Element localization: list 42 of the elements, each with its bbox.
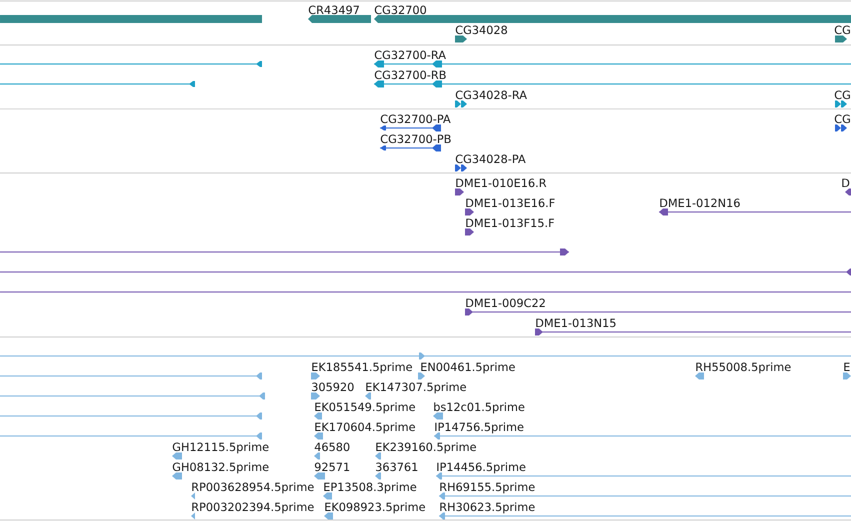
- feature-label: RH30623.5prime: [440, 502, 535, 514]
- feature-label: CG32700: [374, 6, 426, 14]
- feature-label: DME1-009C22: [466, 298, 545, 308]
- feature-label: D: [842, 178, 850, 187]
- feature-label: EK239160.5prime: [376, 442, 476, 454]
- feature-label: CG32700-RB: [374, 70, 446, 80]
- feature-label: CG: [834, 114, 850, 124]
- feature-label: CG32700-PA: [380, 114, 451, 124]
- feature-label: DME1-013N15: [536, 318, 616, 328]
- feature-label: DME1-013F15.F: [466, 218, 554, 228]
- feature-label: DME1-013E16.F: [466, 198, 555, 208]
- feature-label: CG34028: [456, 26, 507, 34]
- feature-label: RH55008.5prime: [696, 362, 791, 374]
- feature-label: CG34028-PA: [456, 154, 526, 164]
- feature-label: DME1-010E16.R: [456, 178, 546, 188]
- feature-label: IP14756.5prime: [435, 422, 524, 434]
- feature-label: RP003202394.5prime: [192, 502, 314, 514]
- feature-label: 363761: [376, 462, 418, 472]
- feature-label: EK185541.5prime: [312, 362, 412, 374]
- feature-label: bs12c01.5prime: [434, 402, 524, 414]
- feature-label: EK147307.5prime: [366, 382, 466, 394]
- feature-label: CR43497: [308, 6, 359, 14]
- feature-label: RH69155.5prime: [440, 482, 535, 494]
- feature-label: EK098923.5prime: [325, 502, 425, 514]
- feature-label: CG32700-RA: [374, 50, 446, 60]
- feature-label: GH08132.5prime: [172, 462, 268, 474]
- feature-label: CG: [834, 90, 850, 100]
- feature-label: E: [844, 362, 850, 371]
- feature-label: EK170604.5prime: [315, 422, 415, 434]
- feature-label: GH12115.5prime: [172, 442, 268, 454]
- feature-label: RP003628954.5prime: [192, 482, 314, 494]
- feature-label: 92571: [314, 462, 350, 472]
- feature-label: CG: [834, 26, 850, 34]
- feature-label: EN00461.5prime: [421, 362, 515, 374]
- feature-label: 305920: [312, 382, 354, 392]
- feature-label: CG34028-RA: [456, 90, 527, 100]
- feature-label: DME1-012N16: [660, 198, 740, 208]
- feature-label: CG32700-PB: [380, 134, 451, 144]
- feature-label: 46580: [314, 442, 350, 452]
- feature-label: IP14456.5prime: [437, 462, 526, 474]
- feature-label: EP13508.3prime: [324, 482, 416, 494]
- feature-label: EK051549.5prime: [315, 402, 415, 414]
